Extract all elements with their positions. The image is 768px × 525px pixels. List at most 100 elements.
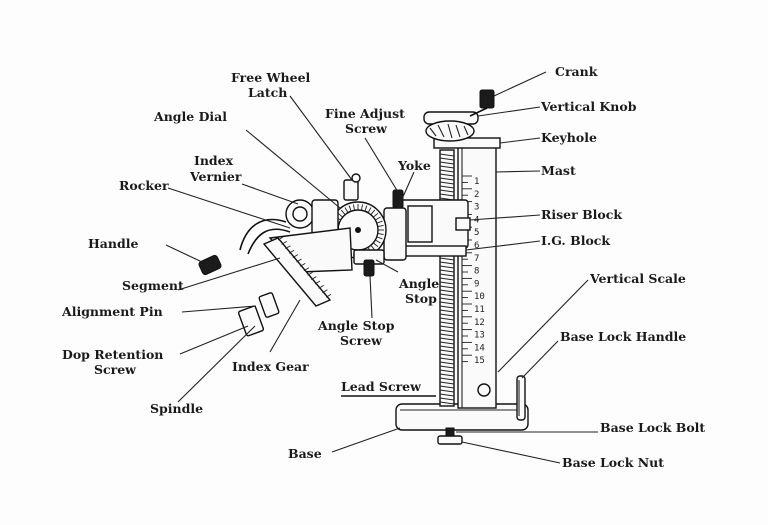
label-lead-screw: Lead Screw [341, 379, 422, 394]
thread-line [439, 329, 455, 333]
thread-line [439, 269, 455, 273]
thread-line [439, 381, 455, 385]
thread-line [439, 313, 455, 317]
thread-line [439, 357, 455, 361]
thread-line [439, 345, 455, 349]
scale-number: 13 [474, 331, 485, 341]
thread-line [439, 285, 455, 289]
dial-tick [348, 205, 352, 212]
gear-tooth [307, 271, 313, 276]
thread-line [439, 365, 455, 369]
thread-line [439, 369, 455, 373]
thread-line [439, 333, 455, 337]
thread-line [439, 373, 455, 377]
label-base-lock-nut: Base Lock Nut [562, 455, 664, 470]
label-angle-dial: Angle Dial [153, 109, 227, 124]
label-angle-stop-screw-line1: Angle Stop [317, 318, 395, 333]
thread-line [439, 193, 455, 197]
label-vertical-scale: Vertical Scale [589, 271, 686, 286]
scale-number: 10 [474, 292, 485, 302]
label-dop-retention-line1: Dop Retention [62, 347, 163, 362]
dial-tick [370, 245, 376, 251]
dial-tick [361, 204, 363, 211]
scale-number: 1 [474, 177, 479, 187]
gear-tooth [281, 241, 287, 245]
label-index-vernier-line1: Index [194, 153, 234, 168]
label-ig-block: I.G. Block [541, 233, 610, 248]
thread-line [439, 257, 455, 261]
scale-number: 3 [474, 203, 479, 213]
label-rocker: Rocker [119, 178, 169, 193]
thread-line [439, 309, 455, 313]
index-gear-part [262, 236, 332, 307]
thread-line [439, 341, 455, 345]
leader-lines [165, 71, 598, 464]
gear-tooth [288, 249, 295, 254]
spindle-part [237, 292, 280, 337]
thread-line [439, 361, 455, 365]
base-lock-bolt-part [437, 427, 463, 445]
thread-line [439, 317, 455, 321]
thread-line [439, 165, 455, 169]
label-vertical-knob: Vertical Knob [540, 99, 637, 114]
dial-tick [340, 209, 346, 215]
label-index-vernier-line2: Vernier [189, 169, 242, 184]
label-riser-block: Riser Block [541, 207, 622, 222]
yoke-part [383, 207, 407, 261]
thread-line [439, 265, 455, 269]
label-alignment-pin: Alignment Pin [61, 304, 163, 319]
label-dop-retention-line2: Screw [94, 362, 137, 377]
thread-line [439, 305, 455, 309]
gear-tooth [311, 276, 317, 280]
scale-number: 14 [474, 343, 485, 353]
dial-tick [377, 233, 384, 235]
thread-line [439, 261, 455, 265]
dial-tick [376, 220, 383, 224]
thread-line [439, 157, 455, 161]
gear-tooth [292, 254, 299, 258]
thread-line [439, 349, 455, 353]
scale-number: 7 [474, 254, 479, 264]
label-segment: Segment [122, 278, 184, 293]
label-mast: Mast [541, 163, 576, 178]
scale-number: 15 [474, 356, 485, 366]
thread-line [439, 389, 455, 393]
label-angle-stop-line2: Stop [405, 291, 437, 306]
dial-tick [375, 216, 381, 221]
free-wheel-latch-part [343, 173, 361, 201]
label-crank: Crank [555, 64, 598, 79]
thread-line [439, 277, 455, 281]
thread-line [439, 273, 455, 277]
gear-tooth [296, 258, 302, 263]
thread-line [439, 377, 455, 381]
label-handle: Handle [88, 236, 138, 251]
label-fine-adjust-line1: Fine Adjust [325, 106, 405, 121]
ig-block-part [399, 245, 467, 257]
thread-line [439, 397, 455, 401]
scale-number: 2 [474, 190, 479, 200]
label-base-lock-bolt: Base Lock Bolt [600, 420, 705, 435]
rocker-part [239, 218, 291, 255]
label-spindle: Spindle [150, 401, 203, 416]
dial-tick [377, 225, 384, 227]
dial-tick [364, 205, 368, 212]
thread-line [439, 297, 455, 301]
label-yoke: Yoke [397, 158, 431, 173]
label-angle-stop-line1: Angle [398, 276, 439, 291]
label-angle-stop-screw-line2: Screw [340, 333, 383, 348]
thread-line [439, 173, 455, 177]
thread-line [439, 169, 455, 173]
gear-tooth [277, 236, 284, 241]
thread-line [439, 185, 455, 189]
thread-line [439, 337, 455, 341]
dial-tick [367, 207, 372, 213]
dial-tick [353, 204, 355, 211]
label-keyhole: Keyhole [541, 130, 597, 145]
label-free-wheel-line2: Latch [248, 85, 287, 100]
base-lock-hole [477, 383, 491, 397]
base-lock-handle-part [516, 375, 526, 421]
dial-tick [337, 212, 343, 218]
riser-block-part [397, 199, 471, 249]
